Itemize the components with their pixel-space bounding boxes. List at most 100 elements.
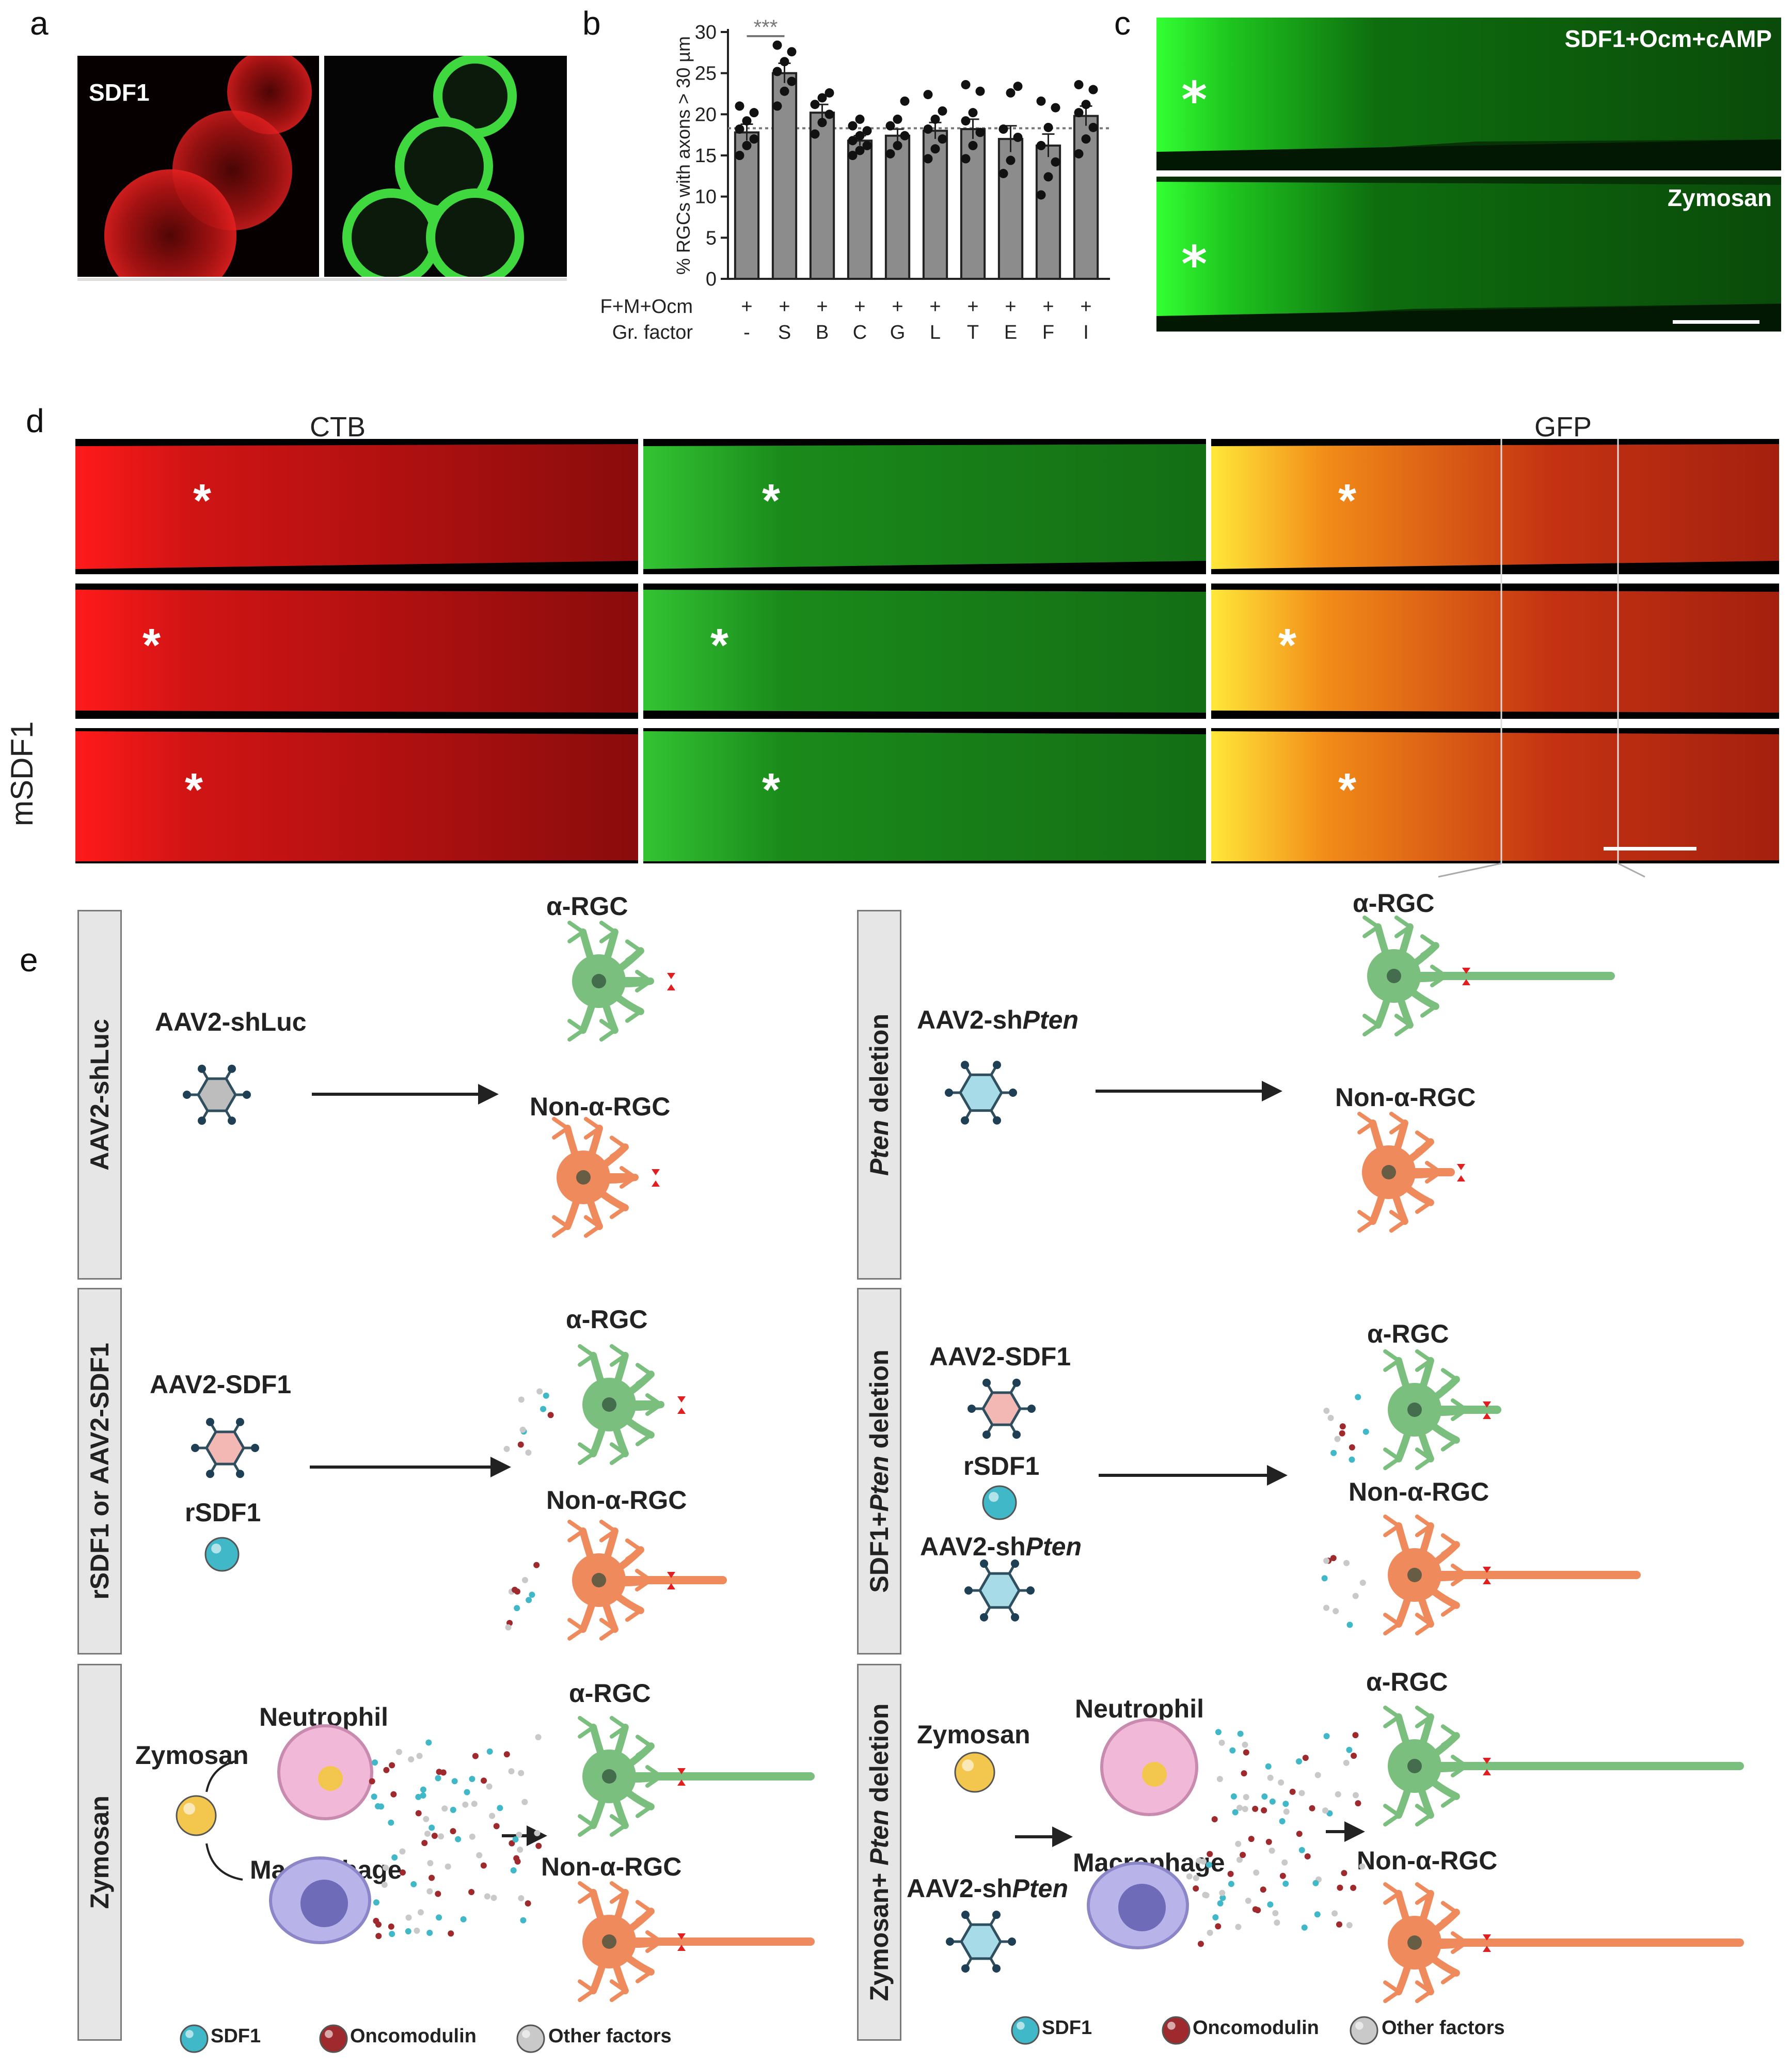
row1-label: + <box>779 296 790 318</box>
data-point <box>998 124 1008 134</box>
data-point <box>817 93 827 103</box>
label-neutrophil-b: Neutrophil <box>1075 1694 1204 1723</box>
y-tick-label: 20 <box>695 104 717 125</box>
d-asterisk: * <box>762 475 780 527</box>
label-aav2-sdf1-b: AAV2-SDF1 <box>929 1342 1071 1371</box>
non-alpha-rgc-sdf1-pten <box>1383 1514 1641 1636</box>
category-label: B <box>816 322 829 343</box>
row1-label: + <box>1042 296 1054 318</box>
legend-oncomodulin-icon <box>319 2024 348 2053</box>
tab-shluc: AAV2-shLuc <box>77 910 122 1280</box>
data-point <box>1051 157 1060 167</box>
panel-letter-c: c <box>1114 5 1131 42</box>
data-point <box>855 146 865 155</box>
data-point <box>1006 88 1016 98</box>
panel-d-gfp-label: GFP <box>1534 412 1592 443</box>
data-point <box>787 76 797 86</box>
bar <box>960 128 986 280</box>
category-label: T <box>967 322 979 343</box>
label-non-alpha-rgc-1: Non-α-RGC <box>530 1092 671 1121</box>
alpha-rgc-zymosan-pten <box>1383 1705 1744 1827</box>
data-point <box>1081 134 1091 144</box>
data-point <box>1043 172 1053 182</box>
data-point <box>735 124 744 134</box>
vector-shpten-icon <box>945 1061 1017 1125</box>
tab-sdf1-pten: SDF1+Pten deletion <box>857 1288 901 1655</box>
chart-sig-label: *** <box>754 16 778 39</box>
arrow-sdf1-pten <box>1099 1465 1288 1486</box>
data-point <box>817 118 827 128</box>
data-point <box>1013 82 1023 91</box>
arrow-zymosan-pten-2 <box>1326 1821 1365 1842</box>
data-point <box>848 121 858 131</box>
red-cells-drawing <box>104 56 312 277</box>
data-point <box>1036 190 1046 200</box>
data-point <box>938 106 947 116</box>
data-point <box>1006 155 1016 165</box>
data-point <box>968 108 978 118</box>
category-label: G <box>890 322 906 343</box>
d-asterisk: * <box>762 764 780 816</box>
data-point <box>1051 103 1060 113</box>
label-alpha-rgc-2: α-RGC <box>1353 889 1435 918</box>
panel-a-green-image <box>324 56 567 277</box>
panel-letter-a: a <box>30 5 49 42</box>
legend-sdf1-icon <box>180 2024 209 2053</box>
data-point <box>810 129 820 139</box>
d-asterisk: * <box>1278 620 1296 671</box>
tab-zymosan: Zymosan <box>77 1664 122 2041</box>
bar <box>809 112 835 280</box>
data-point <box>885 149 895 159</box>
panel-c-bottom-label: Zymosan <box>1668 184 1772 211</box>
zymosan-arrow-down <box>205 1843 243 1881</box>
y-tick-label: 15 <box>695 145 717 167</box>
data-point <box>862 126 872 136</box>
d-asterisk: * <box>185 764 203 816</box>
label-alpha-rgc-6: α-RGC <box>1366 1667 1448 1696</box>
legend-other-label-b: Other factors <box>1382 2017 1505 2039</box>
legend-sdf1-label: SDF1 <box>211 2025 261 2047</box>
data-point <box>1074 108 1084 118</box>
data-point <box>1088 122 1098 132</box>
sdf1-particles-1 <box>503 1388 554 1456</box>
macrophage-nucleus <box>300 1880 348 1927</box>
chart-row-label-2: Gr. factor <box>612 322 693 343</box>
data-point <box>961 154 971 164</box>
data-point <box>1013 132 1023 142</box>
non-alpha-rgc-zymosan-pten <box>1383 1882 1744 2004</box>
legend-other-label: Other factors <box>548 2025 672 2047</box>
tab-pten: Pten deletion <box>857 910 901 1280</box>
d-asterisk: * <box>1338 475 1356 527</box>
row1-label: + <box>854 296 865 318</box>
panel-letter-b: b <box>582 5 601 42</box>
data-point <box>900 131 910 140</box>
arrow-pten <box>1096 1081 1282 1101</box>
non-alpha-rgc-sdf1 <box>567 1519 727 1641</box>
panel-e-graphics <box>176 915 1744 2053</box>
data-point <box>1036 96 1046 106</box>
arrow-zymosan-pten-1 <box>1015 1826 1073 1847</box>
category-label: I <box>1083 322 1089 343</box>
zymosan-icon-b <box>954 1752 995 1793</box>
panel-d-scalebar <box>1604 847 1696 850</box>
y-tick-label: 0 <box>706 269 717 290</box>
data-point <box>923 124 933 134</box>
vector-sdf1-icon <box>191 1417 259 1478</box>
label-alpha-rgc-4: α-RGC <box>1367 1319 1449 1348</box>
data-point <box>930 144 940 154</box>
panel-c-top-nerve <box>1156 18 1781 170</box>
panel-c-bottom-asterisk: * <box>1181 235 1208 293</box>
data-point <box>735 101 744 111</box>
legend-sdf1-icon-b <box>1011 2016 1040 2045</box>
sdf1-particles-2 <box>505 1562 540 1631</box>
rsdf1-icon-b <box>982 1485 1017 1520</box>
alpha-rgc-pten <box>1362 915 1615 1037</box>
green-cells-drawing <box>342 56 524 277</box>
data-point <box>772 40 782 50</box>
panel-c-bottom-image: Zymosan * <box>1156 177 1781 332</box>
category-label: L <box>930 322 941 343</box>
zymosan-arrow-up <box>205 1760 238 1792</box>
data-point <box>1074 80 1084 89</box>
label-non-alpha-rgc-6: Non-α-RGC <box>1357 1846 1498 1875</box>
